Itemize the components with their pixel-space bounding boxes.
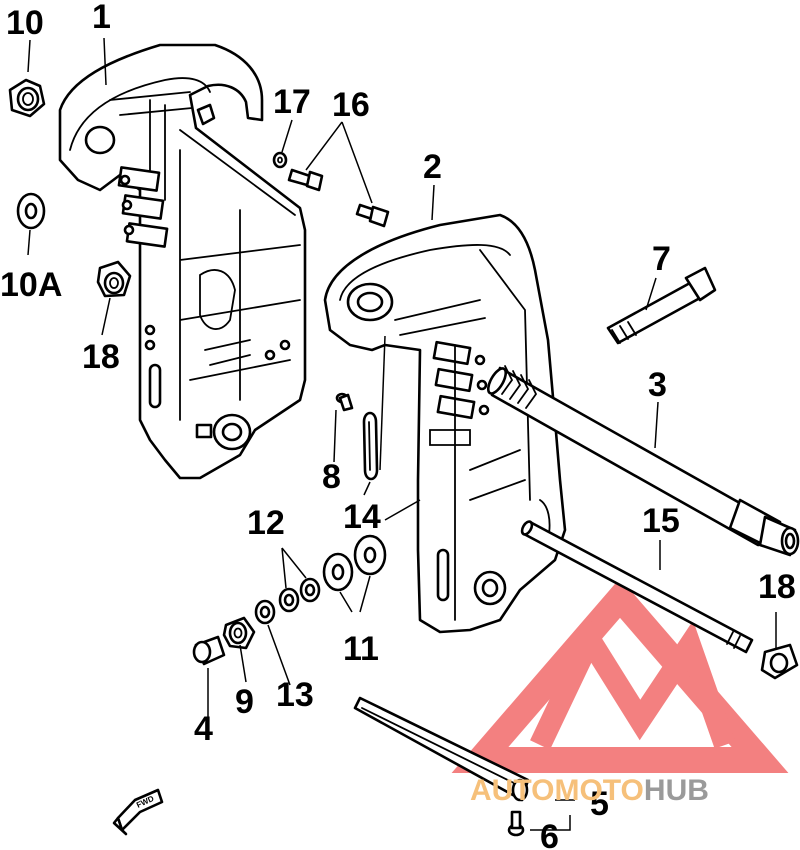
washer-10a (16, 192, 46, 230)
washer-12-b (299, 577, 321, 603)
washer-17 (272, 151, 288, 169)
callout-17: 17 (273, 83, 311, 121)
nut-18-right (760, 643, 799, 680)
callout-15: 15 (642, 502, 680, 540)
callout-2: 2 (423, 148, 442, 186)
tilt-tube (486, 365, 800, 557)
nut-18-left (96, 260, 132, 298)
screw-6 (507, 810, 525, 837)
tilt-support-5 (353, 696, 530, 802)
tilt-pin (520, 520, 754, 654)
screw-8 (335, 392, 354, 412)
washer-13 (254, 599, 276, 625)
callout-11: 11 (343, 630, 379, 668)
bolt-16-upper (287, 168, 324, 192)
nut-10 (8, 78, 46, 118)
callout-10a: 10A (0, 266, 62, 304)
callout-16: 16 (332, 86, 370, 124)
bolt-16-lower (355, 203, 390, 228)
callout-4: 4 (194, 710, 213, 748)
callout-14: 14 (343, 498, 381, 536)
arrow-fwd-icon: FWD (112, 788, 164, 836)
nut-9 (222, 616, 256, 650)
leader-lines (27, 37, 777, 831)
callout-18-left: 18 (82, 338, 120, 376)
right-clamp-bracket (323, 213, 567, 634)
callout-5: 5 (590, 785, 609, 823)
callout-7: 7 (652, 240, 671, 278)
triangle-m-logo-icon (451, 578, 789, 773)
washer-11-a (322, 552, 354, 592)
tilt-bolt (606, 266, 717, 345)
left-clamp-bracket (58, 43, 307, 480)
callout-10: 10 (6, 4, 44, 42)
watermark-moto: MOTO (554, 774, 643, 807)
washer-12-a (278, 587, 300, 613)
callout-12: 12 (247, 504, 285, 542)
callout-6: 6 (540, 818, 559, 850)
callout-3: 3 (648, 366, 667, 404)
callout-8: 8 (322, 458, 341, 496)
watermark-hub: HUB (644, 774, 709, 807)
callout-18-right: 18 (758, 568, 796, 606)
spring-clip-14 (362, 411, 379, 481)
callout-9: 9 (235, 683, 254, 721)
callout-13: 13 (276, 676, 314, 714)
watermark-text: AUTOMOTOHUB (470, 774, 709, 807)
washer-11-b (353, 534, 387, 576)
callout-1: 1 (92, 0, 111, 36)
watermark-auto: AUTO (470, 774, 554, 807)
bushing-4 (192, 635, 226, 666)
